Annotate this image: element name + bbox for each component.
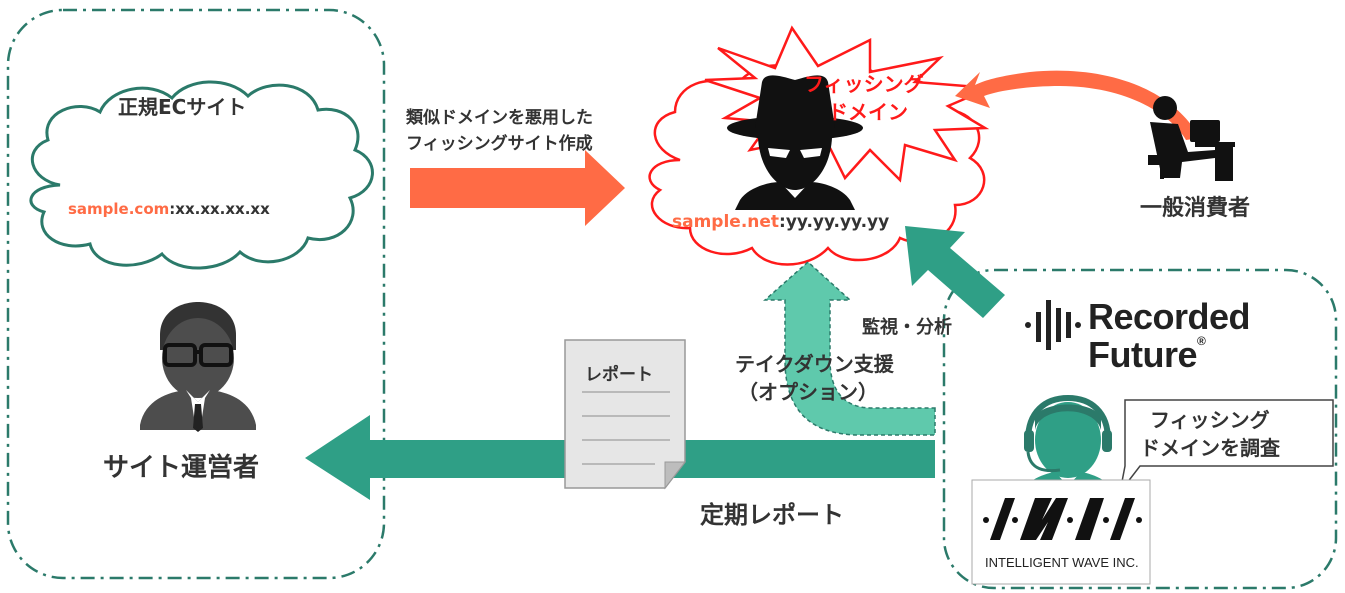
ec-site-domain: sample.com (68, 200, 170, 218)
create-arrow (410, 150, 625, 226)
recorded-future-reg: ® (1197, 334, 1206, 348)
recorded-future-logo-icon (1025, 300, 1081, 350)
recorded-future-line1: Recorded (1088, 296, 1251, 337)
callout-box (1119, 399, 1334, 493)
phishing-burst-line1: フィッシング (804, 72, 924, 96)
takedown-label-line2: （オプション） (738, 380, 878, 404)
iwi-logo-icon (983, 498, 1142, 540)
consumer-label: 一般消費者 (1140, 196, 1251, 221)
takedown-label-line1: テイクダウン支援 (735, 352, 894, 376)
phishing-domain: sample.net (672, 212, 780, 232)
callout-line1: フィッシング (1150, 408, 1270, 432)
phishing-address: sample.net:yy.yy.yy.yy (672, 212, 889, 232)
consumer-icon (1148, 96, 1235, 181)
create-label-line1: 類似ドメインを悪用した (406, 108, 593, 128)
iwi-company-name: INTELLIGENT WAVE INC. (985, 555, 1139, 570)
ec-site-ip: :xx.xx.xx.xx (169, 200, 270, 218)
report-document (564, 339, 687, 490)
recorded-future-future: Future (1088, 334, 1198, 375)
ec-site-title: 正規ECサイト (118, 95, 247, 119)
phishing-burst-line2: ドメイン (828, 100, 908, 124)
monitor-label: 監視・分析 (862, 317, 952, 338)
operator-label: サイト運営者 (103, 453, 260, 483)
iwi-panel (942, 268, 1338, 590)
periodic-report-label: 定期レポート (700, 501, 844, 529)
create-label-line2: フィッシングサイト作成 (406, 134, 593, 154)
callout-line2: ドメインを調査 (1140, 436, 1280, 460)
report-doc-label: レポート (585, 365, 653, 385)
takedown-arrow (763, 260, 936, 436)
ec-site-cloud (29, 80, 374, 270)
recorded-future-line2: Future® (1088, 334, 1206, 376)
monitor-arrow (905, 226, 1005, 318)
consumer-arrow (955, 70, 1200, 140)
ec-site-address: sample.com:xx.xx.xx.xx (68, 200, 270, 218)
site-operator-icon (140, 302, 256, 432)
ec-site-panel (6, 8, 386, 580)
phishing-ip: :yy.yy.yy.yy (779, 212, 890, 232)
